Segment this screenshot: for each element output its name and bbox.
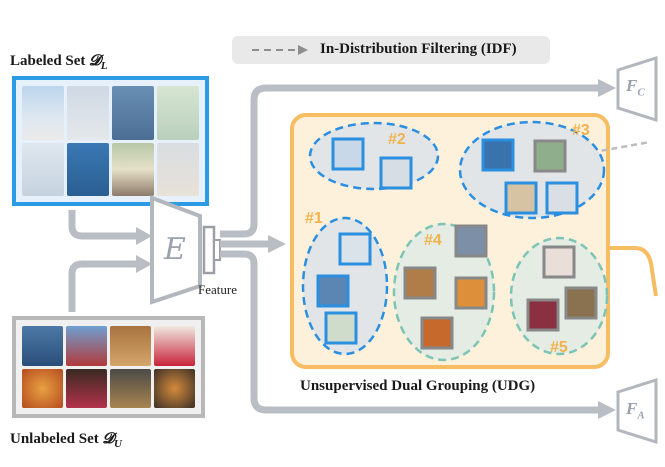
legend-dashed-arrow-icon — [252, 45, 308, 55]
feature-to-fc-arrow — [220, 84, 600, 238]
airplane-image — [67, 86, 109, 140]
stocking-image — [154, 326, 195, 366]
ship-thumbnail — [481, 138, 515, 172]
ship-image — [112, 142, 154, 196]
legend-text: In-Distribution Filtering (IDF) — [320, 41, 517, 57]
airplane-thumbnail — [331, 137, 365, 171]
udg-title: Unsupervised Dual Grouping (UDG) — [300, 378, 536, 394]
pizza-image — [22, 368, 63, 408]
group-2-ellipse — [308, 121, 440, 191]
hat-image — [110, 368, 151, 408]
encoder-block — [150, 195, 202, 305]
ship-image — [157, 142, 199, 196]
fa-head-block — [616, 377, 658, 445]
legend-box — [232, 36, 550, 64]
feature-label: Feature — [198, 282, 237, 297]
airplane-image — [112, 86, 154, 140]
ship-thumbnail — [545, 181, 579, 215]
airplane-thumbnail — [324, 311, 358, 345]
airplane-image — [22, 86, 64, 140]
group-5-label: #5 — [550, 339, 568, 356]
airplane-thumbnail — [338, 232, 372, 266]
lobster-image — [66, 326, 107, 366]
dress-image — [66, 368, 107, 408]
group-1-label: #1 — [305, 210, 323, 227]
ship-image — [22, 142, 64, 196]
labeled-to-encoder-arrow — [68, 210, 138, 240]
unlabeled-set-grid — [12, 316, 205, 418]
group-3-label: #3 — [572, 122, 590, 139]
feature-bar — [202, 225, 216, 275]
ship-thumbnail — [504, 181, 538, 215]
dress-thumbnail — [526, 298, 560, 332]
arrowhead-icon — [598, 401, 616, 419]
feature-connector — [213, 239, 221, 261]
fc-head-block — [616, 55, 658, 123]
pizza-image — [154, 368, 195, 408]
labeled-set-grid — [12, 76, 209, 206]
unlabeled-to-encoder-arrow — [68, 260, 138, 312]
fc-head-label: FC — [626, 76, 645, 99]
bread-image — [110, 326, 151, 366]
group-2-label: #2 — [388, 131, 406, 148]
airplane-image — [157, 86, 199, 140]
encoder-label: E — [164, 232, 186, 267]
ship-thumbnail — [533, 139, 567, 173]
arrowhead-icon — [136, 227, 152, 245]
ship-thumbnail — [379, 156, 413, 190]
pizza-thumbnail — [420, 316, 454, 350]
group-4-label: #4 — [424, 232, 442, 249]
bread-thumbnail — [403, 266, 437, 300]
stocking-thumbnail — [542, 245, 576, 279]
arrowhead-icon — [598, 79, 616, 97]
airplane-thumbnail — [316, 274, 350, 308]
hat-thumbnail — [564, 286, 598, 320]
boat-image — [22, 326, 63, 366]
ship-image — [67, 142, 109, 196]
group-4-ellipse — [392, 222, 496, 362]
feature-to-fa-arrow — [220, 250, 600, 414]
unlabeled-set-title: Unlabeled Set 𝓓U — [10, 431, 122, 450]
lobster-thumbnail — [454, 224, 488, 258]
udg-exit-line — [608, 246, 658, 297]
labeled-set-title: Labeled Set 𝓓L — [10, 53, 108, 72]
arrowhead-icon — [268, 235, 286, 253]
pizza-thumbnail — [454, 276, 488, 310]
fa-head-label: FA — [626, 399, 645, 422]
arrowhead-icon — [136, 255, 152, 273]
